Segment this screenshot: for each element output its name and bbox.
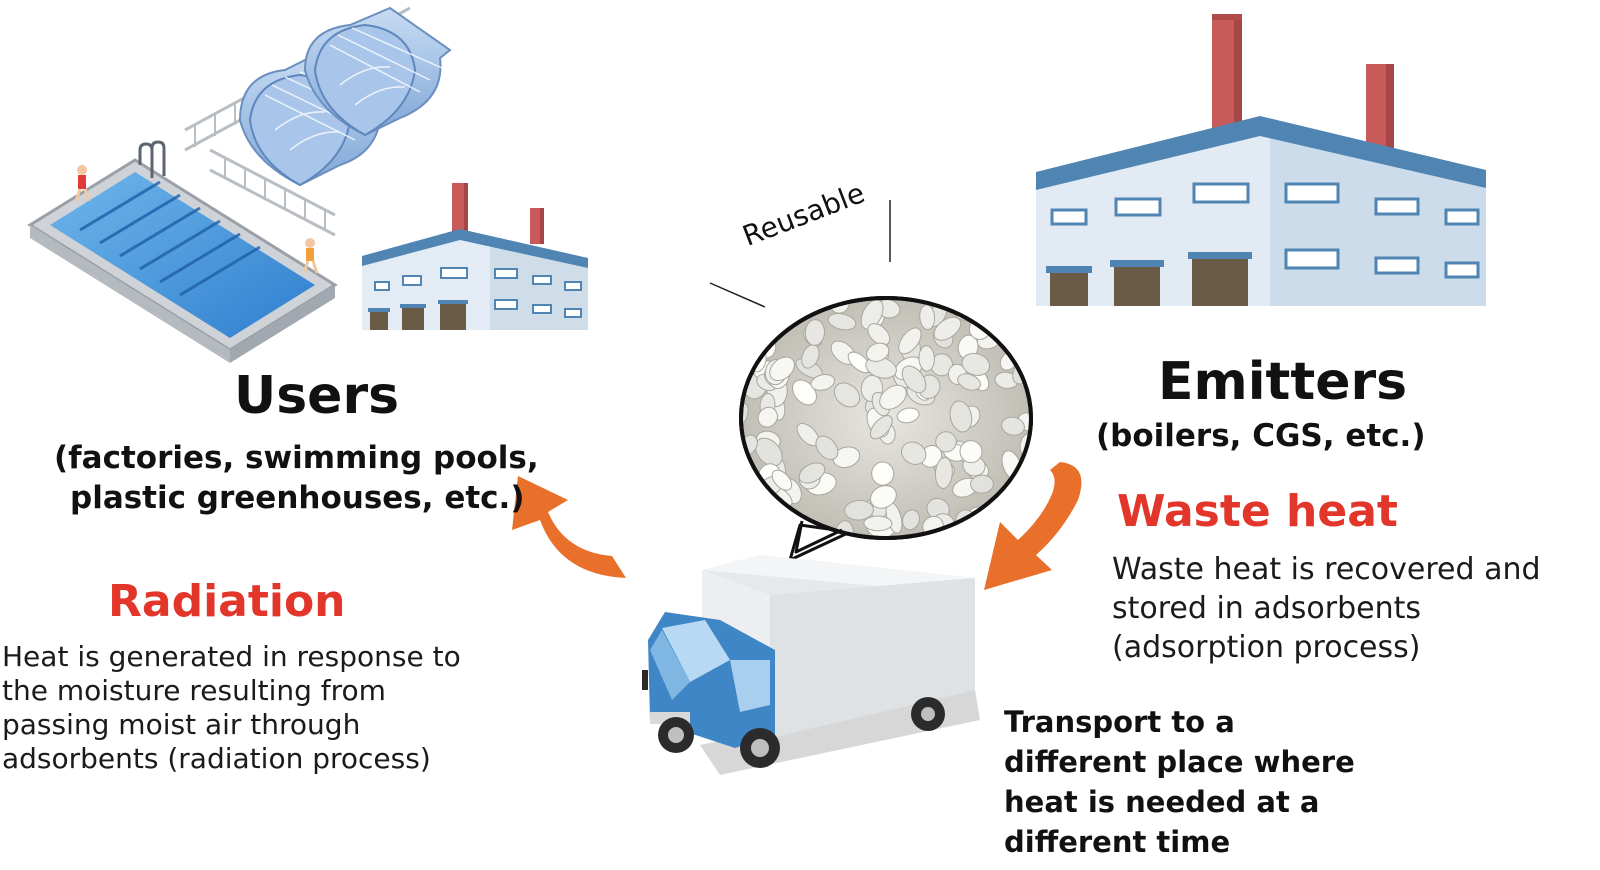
adsorbent-pellet <box>866 342 890 362</box>
adsorbent-pellet <box>949 400 973 433</box>
users-subtitle-line-2: plastic greenhouses, etc.) <box>70 480 525 516</box>
adsorbent-pellet <box>957 373 981 391</box>
waste-heat-line: stored in adsorbents <box>1112 591 1421 626</box>
users-title: Users <box>234 366 400 426</box>
waste-heat-heading: Waste heat <box>1117 486 1398 537</box>
adsorbent-pellet <box>879 384 907 410</box>
waste-heat-description: Waste heat is recovered and stored in ad… <box>1112 550 1541 667</box>
adsorbent-pellet <box>804 319 826 346</box>
adsorbent-pellet <box>815 435 839 461</box>
adsorbent-pellet <box>757 406 778 428</box>
adsorbent-pellet <box>1018 477 1029 506</box>
swimming-pool-illustration <box>27 140 338 363</box>
large-factory-illustration <box>1036 14 1486 306</box>
adsorbent-pellet <box>933 316 962 341</box>
transport-description: Transport to a different place where hea… <box>1004 702 1355 862</box>
adsorbent-pellet <box>743 476 757 501</box>
radiation-arrow <box>512 476 626 578</box>
adsorbent-pellet <box>901 365 927 394</box>
users-subtitle-line-1: (factories, swimming pools, <box>54 440 539 476</box>
adsorbent-pellet <box>1001 309 1020 335</box>
adsorbent-pellet <box>1013 300 1029 307</box>
greenhouse-illustration <box>238 6 452 187</box>
radiation-line: the moisture resulting from <box>2 674 386 707</box>
radiation-line: Heat is generated in response to <box>2 640 461 673</box>
adsorbent-pellet <box>961 352 991 376</box>
adsorbent-pellet <box>863 515 893 532</box>
emitters-title: Emitters <box>1158 352 1408 412</box>
transport-line: different place where <box>1004 745 1355 779</box>
adsorbent-pellet <box>1001 416 1025 436</box>
adsorbent-pellets-bubble <box>739 296 1033 562</box>
adsorbent-pellet <box>768 300 793 314</box>
swimmer-figure <box>302 238 319 274</box>
adsorbent-pellet <box>918 345 935 372</box>
radiation-description: Heat is generated in response to the moi… <box>2 640 461 776</box>
waste-heat-line: (adsorption process) <box>1112 630 1421 665</box>
adsorbent-pellet <box>844 499 874 521</box>
swimmer-figure <box>74 165 91 202</box>
adsorbent-pellet <box>743 524 754 536</box>
adsorbent-pellet <box>1000 314 1029 336</box>
adsorbent-pellet <box>871 461 895 486</box>
waste-heat-arrow <box>984 462 1082 590</box>
radiation-line: adsorbents (radiation process) <box>2 742 431 775</box>
adsorbent-pellet <box>898 327 922 355</box>
adsorbent-pellet <box>752 498 775 524</box>
adsorbent-pellet <box>754 437 783 467</box>
adsorbent-pellet <box>1022 330 1029 349</box>
adsorbent-pellet <box>901 441 927 465</box>
adsorbent-pellet <box>833 382 861 408</box>
delivery-truck-illustration <box>642 555 980 775</box>
adsorbent-pellet <box>743 336 760 361</box>
adsorbent-pellet <box>860 300 884 330</box>
adsorbent-pellet <box>743 402 749 429</box>
adsorbent-pellet <box>959 440 983 464</box>
transport-line: heat is needed at a <box>1004 785 1320 819</box>
adsorbent-pellet <box>771 469 793 491</box>
adsorbent-pellet <box>867 323 891 346</box>
small-factory-illustration <box>362 183 588 330</box>
adsorbent-pellet <box>752 511 775 535</box>
adsorbent-pellet <box>896 407 920 424</box>
adsorbent-pellet <box>798 462 826 484</box>
adsorbent-pellet <box>869 415 893 440</box>
transport-line: different time <box>1004 825 1231 859</box>
adsorbent-pellet <box>832 446 861 469</box>
adsorbent-pellet <box>759 506 783 536</box>
adsorbent-pellet <box>970 474 994 494</box>
waste-heat-line: Waste heat is recovered and <box>1112 552 1541 587</box>
transport-line: Transport to a <box>1004 705 1235 739</box>
adsorbent-pellet <box>743 468 754 494</box>
adsorbent-pellet <box>775 300 805 310</box>
adsorbent-pellet <box>919 304 936 331</box>
adsorbent-pellet <box>902 509 920 531</box>
adsorbent-pellet <box>743 329 758 353</box>
adsorbent-pellet <box>810 373 835 391</box>
emitters-subtitle: (boilers, CGS, etc.) <box>1096 418 1426 454</box>
adsorbent-pellet <box>827 313 857 331</box>
radiation-line: passing moist air through <box>2 708 361 741</box>
adsorbent-pellet <box>870 485 897 509</box>
adsorbent-pellet <box>935 431 957 453</box>
reusable-label-marks <box>709 200 891 308</box>
radiation-heading: Radiation <box>108 576 346 627</box>
adsorbent-pellet <box>934 457 953 489</box>
adsorbent-pellet <box>769 356 795 382</box>
